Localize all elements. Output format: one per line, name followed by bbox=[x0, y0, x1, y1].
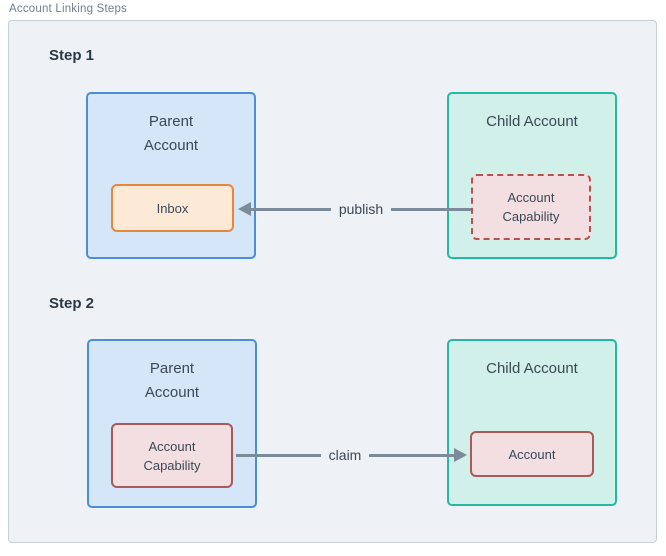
step-1-child-account-box[interactable]: Child Account Account Capability bbox=[447, 92, 617, 259]
step-2-account-capability-box[interactable]: Account Capability bbox=[111, 423, 233, 488]
step-1-label: Step 1 bbox=[49, 47, 95, 64]
publish-arrow-label: publish bbox=[338, 201, 384, 217]
claim-arrow-line bbox=[369, 453, 455, 457]
step-1-parent-account-box[interactable]: Parent Account Inbox bbox=[86, 92, 256, 259]
publish-arrow-line bbox=[251, 207, 331, 211]
claim-arrow-line bbox=[236, 453, 321, 457]
step-1-child-account-title: Child Account bbox=[486, 113, 578, 130]
publish-arrow-line bbox=[391, 207, 471, 211]
step-2-child-account-box[interactable]: Child Account Account bbox=[447, 339, 617, 506]
step-2-parent-account-title: Parent Account bbox=[144, 360, 200, 401]
diagram-canvas: Step 1 Parent Account Inbox Child Accoun… bbox=[8, 20, 657, 543]
step-2-label: Step 2 bbox=[49, 295, 95, 312]
step-2-account-label: Account bbox=[508, 446, 556, 462]
publish-arrow[interactable]: publish bbox=[238, 201, 471, 217]
publish-arrowhead-icon bbox=[238, 202, 251, 216]
step-1-inbox-label: Inbox bbox=[156, 200, 189, 216]
claim-arrow[interactable]: claim bbox=[236, 447, 468, 463]
step-1-account-capability-box[interactable]: Account Capability bbox=[471, 174, 591, 240]
claim-arrowhead-icon bbox=[454, 448, 468, 462]
diagram-title: Account Linking Steps bbox=[9, 3, 127, 15]
step-1-parent-account-title: Parent Account bbox=[143, 113, 199, 154]
step-1-account-capability-label: Account Capability bbox=[502, 190, 560, 224]
step-2-child-account-title: Child Account bbox=[486, 360, 578, 377]
claim-arrow-label: claim bbox=[328, 447, 362, 463]
step-2-parent-account-box[interactable]: Parent Account Account Capability bbox=[87, 339, 257, 508]
step-2-account-capability-label: Account Capability bbox=[143, 438, 201, 473]
step-2-account-box[interactable]: Account bbox=[470, 431, 594, 477]
step-1-inbox-box[interactable]: Inbox bbox=[111, 184, 234, 232]
